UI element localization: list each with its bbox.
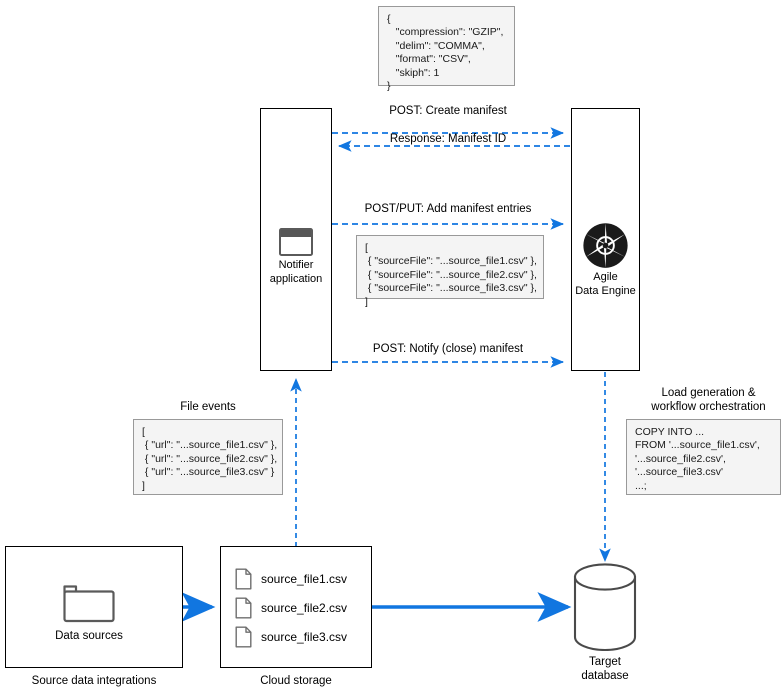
file-events-caption: File events	[180, 401, 236, 413]
agile-data-engine-label: Agile Data Engine	[561, 271, 650, 298]
file-icon	[235, 626, 252, 648]
load-sql-code-block: COPY INTO ... FROM '...source_file1.csv'…	[626, 419, 781, 495]
notifier-label-line1: Notifier	[278, 259, 314, 271]
label-manifest-id: Response: Manifest ID	[389, 133, 507, 145]
ade-label-line1: Agile	[593, 271, 618, 283]
cloud-storage-file-name: source_file2.csv	[261, 601, 348, 615]
aperture-logo-icon	[580, 220, 631, 271]
load-generation-line2: workflow orchestration	[651, 401, 766, 413]
target-database-line2: database	[581, 670, 629, 682]
data-sources-label: Data sources	[55, 630, 123, 642]
cloud-storage-file-row-2[interactable]: source_file2.csv	[235, 597, 347, 619]
manifest-entries-code-block: [ { "sourceFile": "...source_file1.csv" …	[356, 235, 544, 308]
label-add-manifest-entries: POST/PUT: Add manifest entries	[364, 203, 532, 215]
cloud-storage-file-name: source_file1.csv	[261, 572, 348, 586]
cloud-storage-file-name: source_file3.csv	[261, 630, 348, 644]
notifier-application-label: Notifier application	[252, 259, 340, 286]
ade-label-line2: Data Engine	[575, 284, 636, 297]
cloud-storage-file-row-3[interactable]: source_file3.csv	[235, 626, 347, 648]
cloud-storage-caption: Cloud storage	[260, 675, 332, 687]
label-notify-close-manifest: POST: Notify (close) manifest	[372, 343, 524, 355]
label-create-manifest: POST: Create manifest	[389, 105, 507, 117]
file-events-code-block: [ { "url": "...source_file1.csv" }, { "u…	[133, 419, 283, 495]
source-data-integrations-caption: Source data integrations	[31, 675, 157, 687]
folder-icon	[62, 582, 116, 624]
window-icon	[279, 228, 313, 256]
load-generation-caption: Load generation & workflow orchestration	[636, 386, 781, 414]
target-database-caption: Target database	[545, 655, 665, 683]
load-generation-line1: Load generation &	[661, 387, 756, 399]
database-cylinder-icon[interactable]	[573, 563, 637, 651]
file-icon	[235, 597, 252, 619]
notifier-label-line2: application	[269, 272, 323, 285]
agile-data-engine-box[interactable]	[571, 108, 640, 371]
file-icon	[235, 568, 252, 590]
target-database-line1: Target	[589, 656, 621, 668]
manifest-config-code-block: { "compression": "GZIP", "delim": "COMMA…	[378, 6, 515, 92]
cloud-storage-file-row-1[interactable]: source_file1.csv	[235, 568, 347, 590]
